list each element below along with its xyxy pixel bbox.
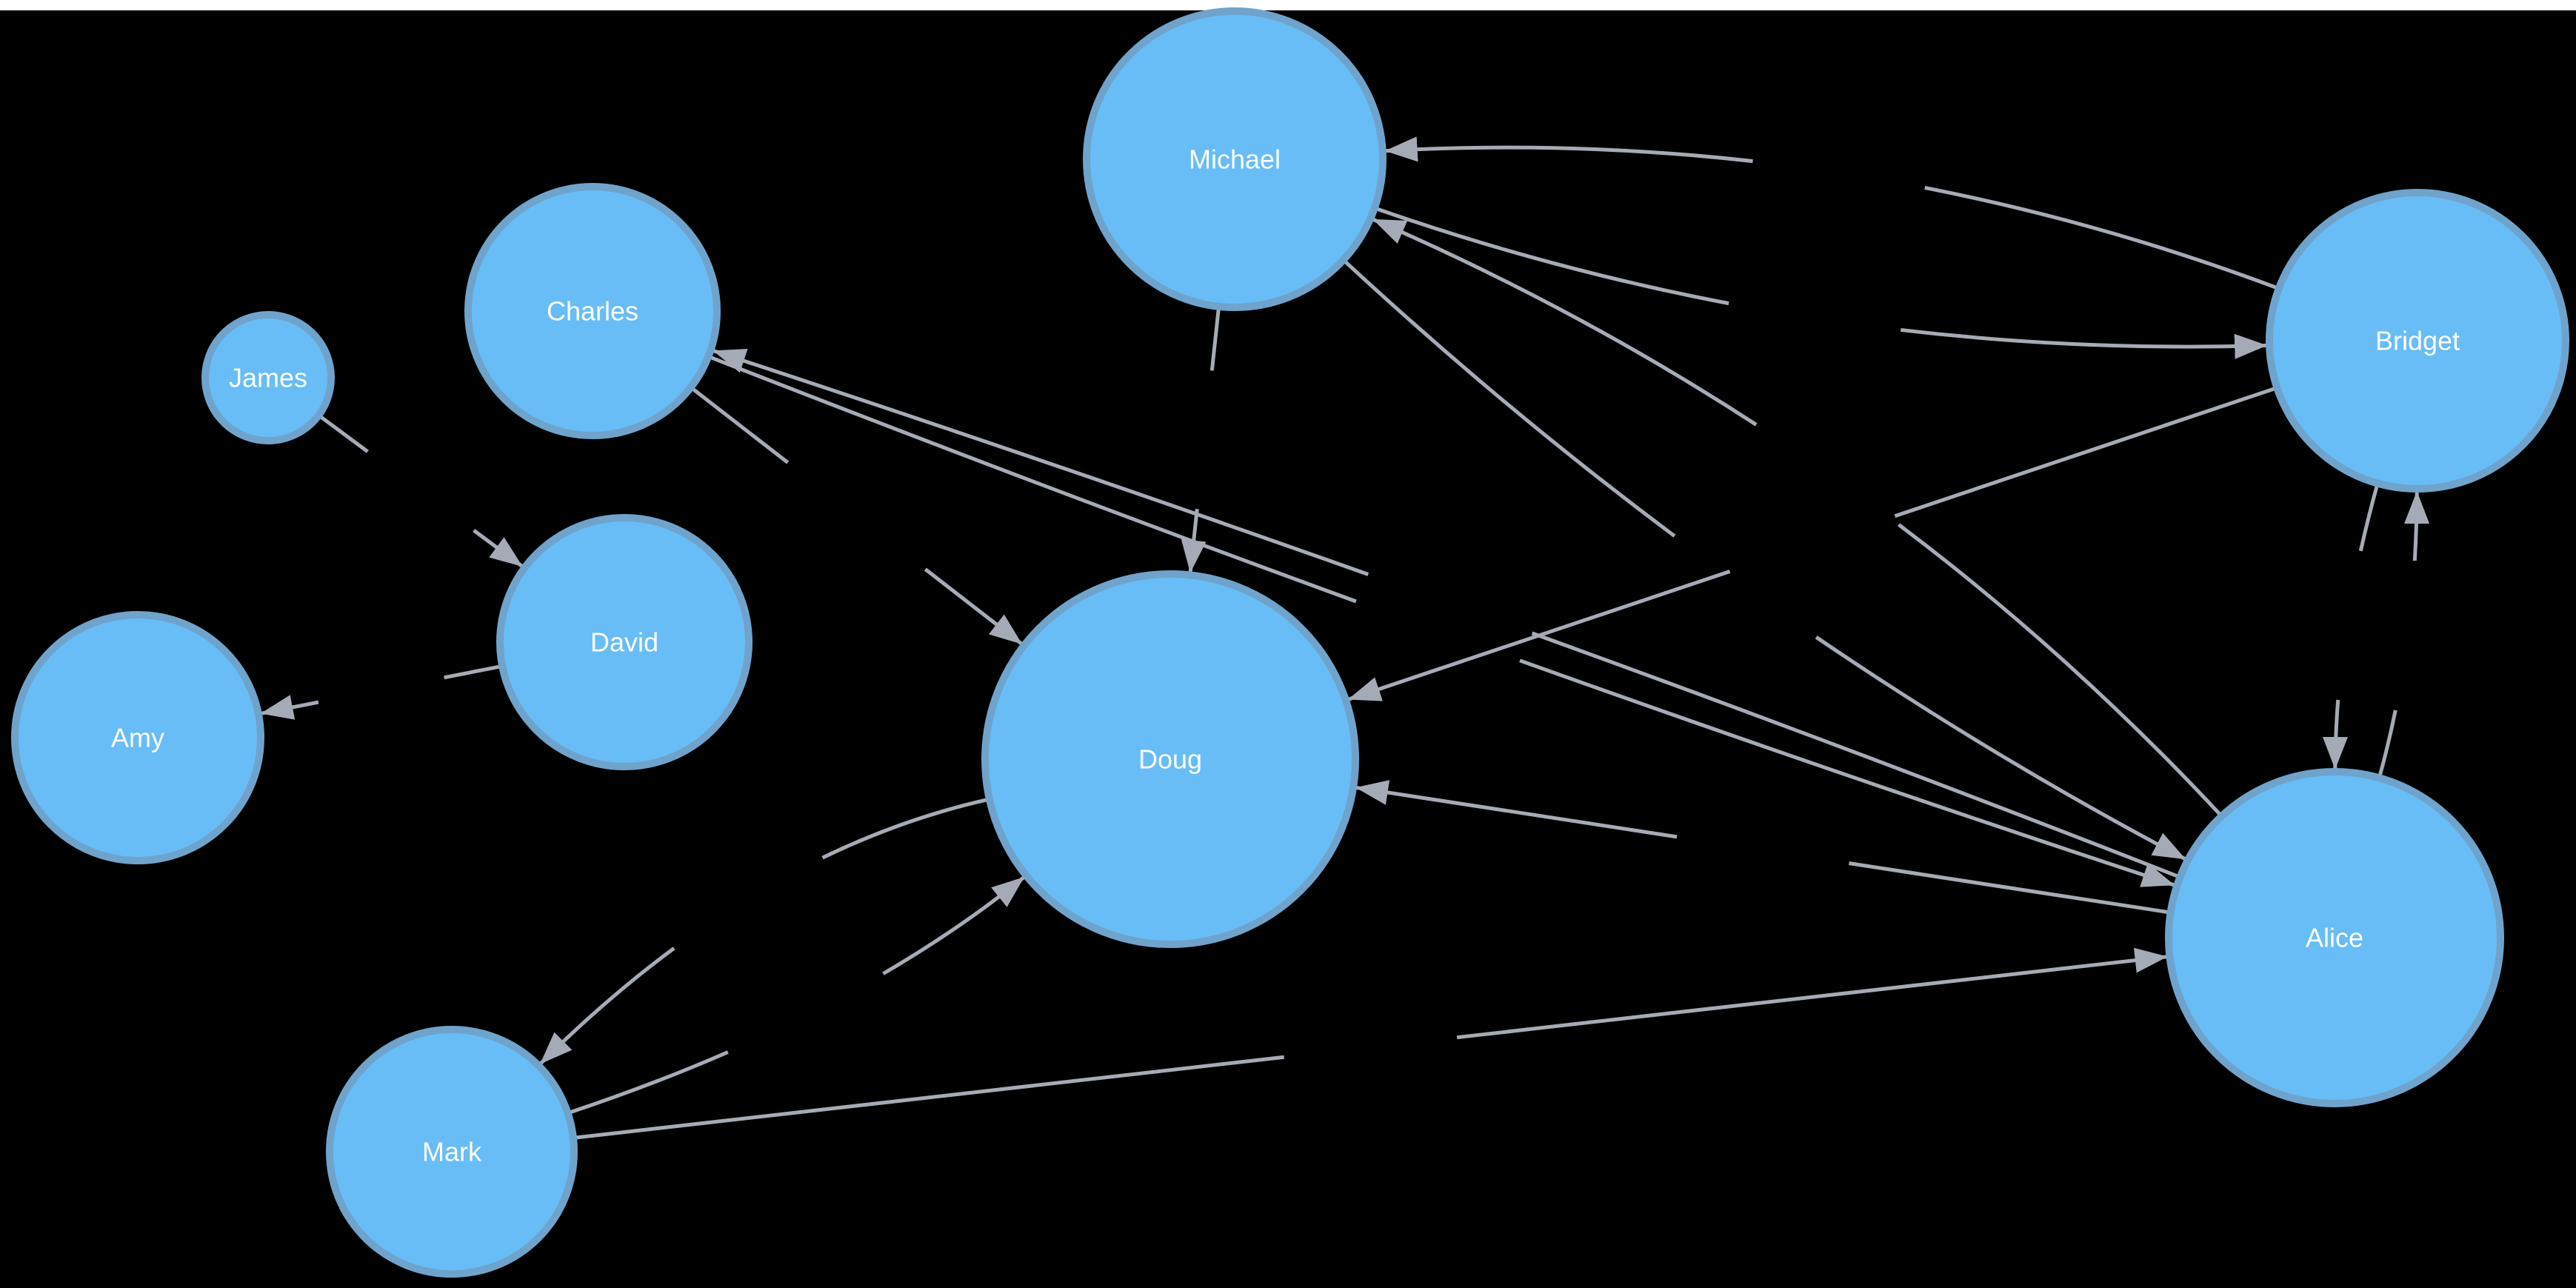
node-david[interactable]: David (496, 514, 753, 770)
top-strip (0, 0, 2576, 10)
edge-bridget-alice[interactable] (2322, 482, 2380, 770)
node-circle-michael[interactable] (1083, 7, 1387, 311)
edge-bridget-michael[interactable] (1384, 136, 2280, 290)
node-circle-charles[interactable] (464, 183, 721, 439)
edge-mark-alice[interactable] (573, 947, 2168, 1140)
node-amy[interactable]: Amy (11, 611, 264, 864)
edge-michael-bridget[interactable] (1373, 206, 2268, 359)
node-circle-doug[interactable] (981, 570, 1359, 948)
node-alice[interactable]: Alice (2165, 768, 2504, 1107)
edge-michael-alice[interactable] (1342, 258, 2187, 861)
edge-david-amy[interactable] (260, 664, 503, 720)
node-james[interactable]: James (201, 311, 335, 444)
node-circle-david[interactable] (496, 514, 753, 770)
edge-mark-doug[interactable] (567, 875, 1026, 1115)
edge-alice-doug[interactable] (1355, 780, 2171, 915)
edge-charles-doug[interactable] (690, 386, 1024, 646)
node-bridget[interactable]: Bridget (2266, 189, 2569, 493)
edge-alice-bridget[interactable] (2377, 490, 2430, 778)
edge-alice-charles[interactable] (712, 348, 2181, 879)
edge-james-david[interactable] (317, 413, 524, 569)
node-circle-amy[interactable] (11, 611, 264, 864)
node-circle-bridget[interactable] (2266, 189, 2569, 493)
edge-doug-mark[interactable] (538, 797, 990, 1066)
node-circle-alice[interactable] (2165, 768, 2504, 1107)
node-circle-mark[interactable] (326, 1026, 578, 1278)
node-mark[interactable]: Mark (326, 1026, 578, 1278)
edge-alice-michael[interactable] (1372, 217, 2223, 818)
node-circle-james[interactable] (201, 311, 335, 444)
node-charles[interactable]: Charles (464, 183, 721, 439)
edge-charles-alice[interactable] (707, 354, 2176, 887)
node-michael[interactable]: Michael (1083, 7, 1387, 311)
edges-layer (260, 136, 2430, 1140)
node-doug[interactable]: Doug (981, 570, 1359, 948)
edge-bridget-doug[interactable] (1347, 386, 2278, 701)
